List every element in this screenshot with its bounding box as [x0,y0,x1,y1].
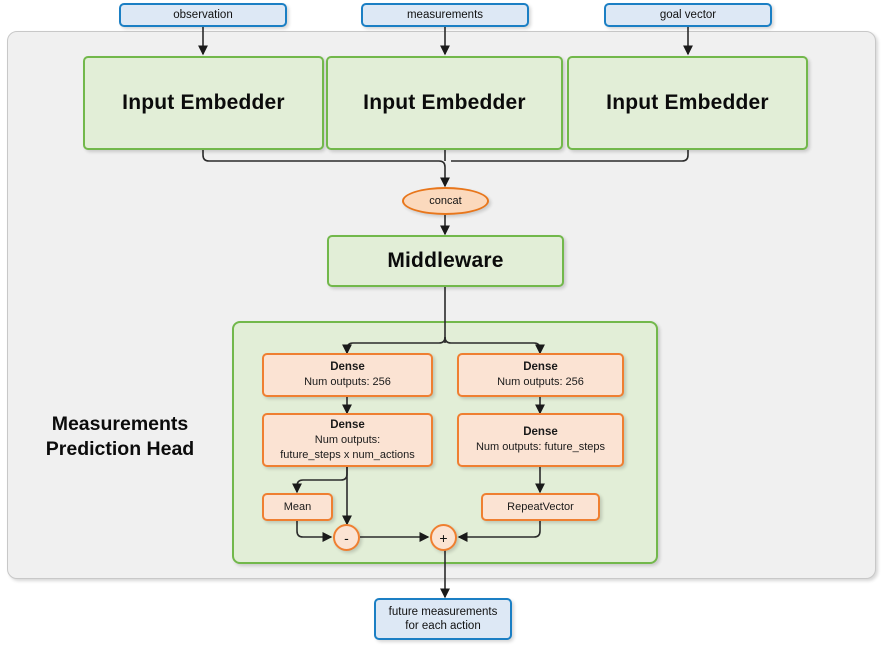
dense-left-2-title: Dense [330,418,365,431]
dense-right-1-title: Dense [523,361,558,374]
dense-right-2-title: Dense [523,426,558,439]
add-operator[interactable]: + [430,524,457,551]
mean-node[interactable]: Mean [262,493,333,521]
input-embedder-3[interactable]: Input Embedder [567,56,808,150]
input-box-observation-label: observation [173,8,233,21]
input-box-measurements-label: measurements [406,8,484,21]
mean-label: Mean [283,500,312,513]
subtract-operator[interactable]: - [333,524,360,551]
input-embedder-3-label: Input Embedder [606,91,769,114]
output-box-future-measurements[interactable]: future measurements for each action [374,598,512,640]
input-embedder-1[interactable]: Input Embedder [83,56,324,150]
middleware-label: Middleware [387,249,504,272]
dense-left-2-detail-line2: future_steps x num_actions [280,448,415,461]
prediction-head-label-line1: Measurements [51,413,189,435]
dense-left-2[interactable]: Dense Num outputs: future_steps x num_ac… [262,413,433,467]
output-label-line1: future measurements [388,605,498,618]
add-operator-symbol: + [439,529,448,546]
input-box-observation[interactable]: observation [119,3,287,27]
input-box-goal-vector[interactable]: goal vector [604,3,772,27]
repeat-vector-label: RepeatVector [507,500,574,513]
dense-right-1[interactable]: Dense Num outputs: 256 [457,353,624,397]
dense-left-1-title: Dense [330,361,365,374]
concat-node[interactable]: concat [402,187,489,215]
middleware-block[interactable]: Middleware [327,235,564,287]
input-box-measurements[interactable]: measurements [361,3,529,27]
dense-right-1-detail: Num outputs: 256 [497,376,584,389]
output-label-line2: for each action [405,620,481,632]
input-box-goal-vector-label: goal vector [659,8,717,21]
input-embedder-1-label: Input Embedder [122,91,285,114]
dense-right-2[interactable]: Dense Num outputs: future_steps [457,413,624,467]
prediction-head-label-line2: Prediction Head [45,437,195,460]
concat-label: concat [429,195,462,207]
input-embedder-2[interactable]: Input Embedder [326,56,563,150]
subtract-operator-symbol: - [344,529,349,546]
dense-right-2-detail: Num outputs: future_steps [475,441,605,454]
dense-left-1[interactable]: Dense Num outputs: 256 [262,353,433,397]
dense-left-2-detail-line1: Num outputs: [314,434,381,447]
input-embedder-2-label: Input Embedder [363,91,526,114]
dense-left-1-detail: Num outputs: 256 [304,376,391,389]
prediction-head-label: Measurements Prediction Head [25,412,215,462]
repeat-vector-node[interactable]: RepeatVector [481,493,600,521]
